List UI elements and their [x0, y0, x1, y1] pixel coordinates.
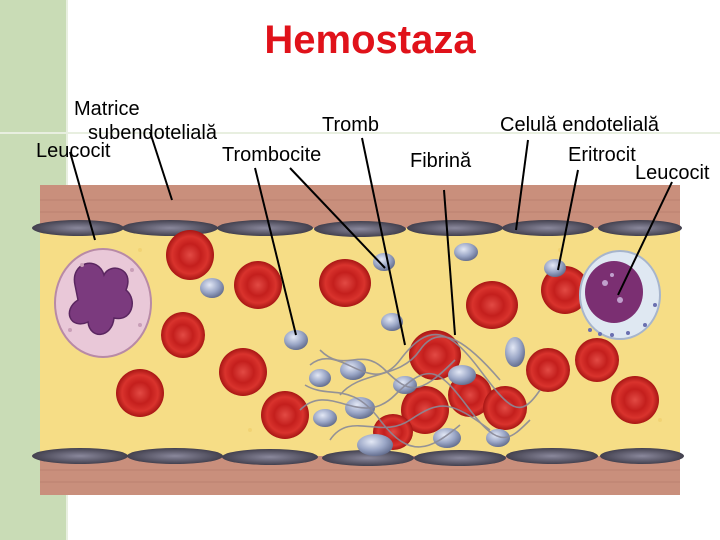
platelets [200, 243, 566, 456]
vessel-wall-texture [40, 199, 680, 483]
erythrocyte [319, 259, 371, 307]
platelet [448, 365, 476, 385]
leader-line-trombocite-1 [254, 167, 297, 336]
slide-title: Hemostaza [264, 18, 476, 62]
erythrocyte [541, 266, 589, 314]
leader-line-eritrocit [557, 169, 579, 271]
platelet [284, 330, 308, 350]
erythrocyte [261, 391, 309, 439]
erythrocyte [526, 348, 570, 392]
erythrocyte [611, 376, 659, 424]
platelet [357, 434, 393, 456]
erythrocyte [166, 230, 214, 280]
erythrocyte [401, 386, 449, 434]
erythrocytes [116, 230, 659, 450]
leader-line-leucocit-left [69, 151, 96, 241]
erythrocyte [483, 386, 527, 430]
label-leucocit-left: Leucocit [36, 140, 111, 162]
label-tromb: Tromb [322, 114, 380, 136]
erythrocyte [466, 281, 518, 329]
leader-line-fibrina [443, 189, 456, 336]
platelet [433, 428, 461, 448]
platelet [313, 409, 337, 427]
fibrin-mesh [299, 333, 541, 448]
label-fibrina: Fibrină [410, 150, 472, 172]
decorative-horizontal-rule [0, 132, 720, 134]
erythrocyte [161, 312, 205, 358]
platelet [200, 278, 224, 298]
label-celula-endoteliala: Celulă endotelială [500, 114, 660, 136]
label-eritrocit: Eritrocit [568, 144, 636, 166]
erythrocyte [116, 369, 164, 417]
leader-lines [69, 131, 673, 346]
platelet [544, 259, 566, 277]
platelet [381, 313, 403, 331]
label-leucocit-right: Leucocit [635, 162, 710, 184]
label-trombocite: Trombocite [222, 144, 322, 166]
leader-line-leucocit-right [617, 181, 673, 296]
label-subendoteliala: subendotelială [88, 122, 217, 144]
platelet [309, 369, 331, 387]
leukocyte-left [54, 248, 152, 358]
erythrocyte [575, 338, 619, 382]
leader-line-matrice [149, 131, 173, 201]
erythrocyte [219, 348, 267, 396]
platelet [454, 243, 478, 261]
leader-line-trombocite-2 [289, 167, 386, 269]
endothelial-cells-bottom [32, 448, 684, 466]
leukocyte-right [579, 250, 661, 340]
leader-line-celula-endoteliala [515, 139, 529, 231]
label-matrice: Matrice [74, 98, 140, 120]
endothelial-cells-top [32, 220, 682, 237]
platelet [505, 337, 525, 367]
erythrocyte [234, 261, 282, 309]
leader-line-tromb [361, 137, 406, 346]
